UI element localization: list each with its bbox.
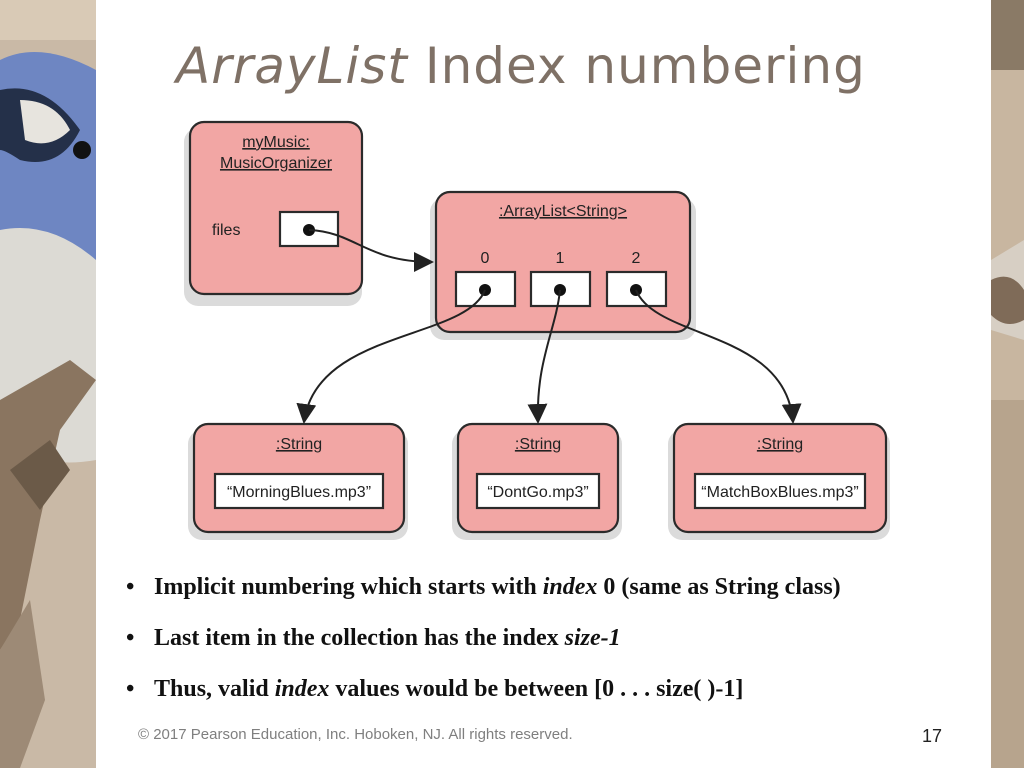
background-photo-right [991,0,1024,768]
slide: ArrayList Index numbering myMusic: Music… [96,0,991,768]
string-value-0: “MorningBlues.mp3” [227,484,371,501]
arraylist-object: :ArrayList<String> 0 1 2 [430,190,696,340]
string-value-2: “MatchBoxBlues.mp3” [701,484,858,501]
string-object-2: :String “MatchBoxBlues.mp3” [668,422,890,540]
string-type-2: :String [757,436,803,453]
music-organizer-object: myMusic: MusicOrganizer files [184,120,364,306]
string-type-0: :String [276,436,322,453]
string-type-1: :String [515,436,561,453]
page-number: 17 [922,726,943,746]
index-label-0: 0 [481,250,490,267]
string-object-1: :String “DontGo.mp3” [452,422,622,540]
organizer-name-line2: MusicOrganizer [220,155,333,172]
arraylist-diagram: myMusic: MusicOrganizer files :ArrayList… [184,120,890,540]
bullet-item: •Thus, valid index values would be betwe… [126,676,744,702]
slot-1-reference-arrow [527,289,561,424]
slot-0-reference-arrow [296,289,486,424]
files-field-label: files [212,222,240,239]
index-label-2: 2 [632,250,641,267]
string-object-0: :String “MorningBlues.mp3” [188,422,408,540]
string-value-1: “DontGo.mp3” [487,484,588,501]
slot-2-reference-arrow [635,289,802,424]
index-label-1: 1 [556,250,565,267]
files-reference-arrow [308,229,434,272]
bullet-list: •Implicit numbering which starts with in… [126,570,841,723]
organizer-name-line1: myMusic: [242,134,310,151]
title-italic: ArrayList [176,37,408,95]
slide-title: ArrayList Index numbering [176,34,866,98]
background-photo-left [0,0,96,768]
copyright-footer: © 2017 Pearson Education, Inc. Hoboken, … [138,726,573,743]
bullet-item: •Last item in the collection has the ind… [126,625,621,651]
arraylist-name: :ArrayList<String> [499,203,627,220]
bullet-item: •Implicit numbering which starts with in… [126,574,841,600]
title-rest: Index numbering [407,37,866,95]
